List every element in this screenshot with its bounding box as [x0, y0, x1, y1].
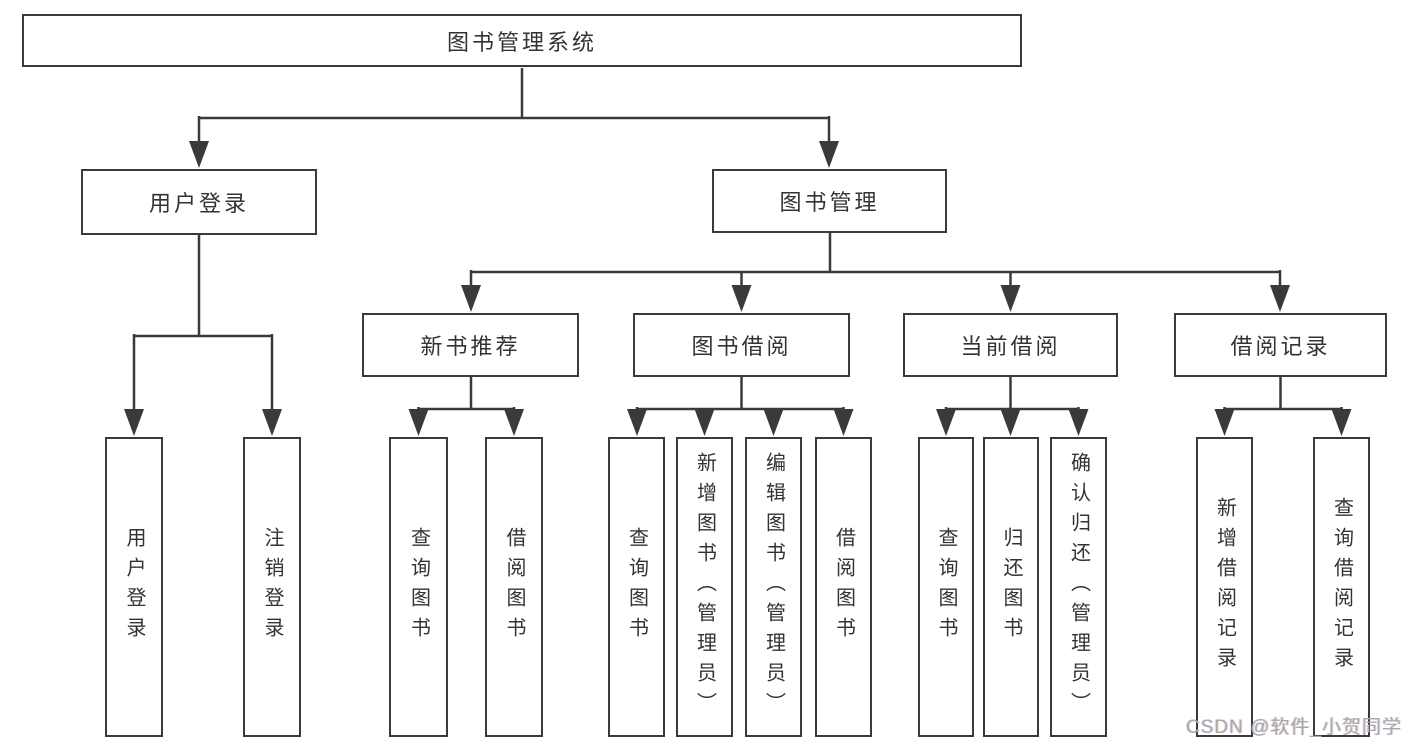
node-leaf-cb-return-book: 归还图书 — [983, 437, 1039, 737]
node-leaf-bb-borrow-book-label: 借阅图书 — [832, 527, 855, 647]
node-root: 图书管理系统 — [22, 14, 1022, 67]
node-leaf-bb-add-book-admin-label: 新增图书（管理员） — [693, 452, 716, 722]
node-root-label: 图书管理系统 — [446, 29, 597, 55]
node-leaf-logout-label: 注销登录 — [261, 527, 283, 647]
node-user-login-label: 用户登录 — [148, 191, 249, 216]
node-leaf-logout: 注销登录 — [243, 437, 301, 737]
node-new-book-recommend-label: 新书推荐 — [420, 334, 521, 359]
node-borrow-records: 借阅记录 — [1174, 313, 1387, 377]
arrowheads — [124, 141, 1352, 436]
node-leaf-cb-return-book-label: 归还图书 — [1000, 527, 1022, 647]
node-borrow-records-label: 借阅记录 — [1230, 334, 1331, 359]
node-book-borrowing-label: 图书借阅 — [691, 334, 792, 359]
node-leaf-user-login: 用户登录 — [105, 437, 163, 737]
node-leaf-br-query-record: 查询借阅记录 — [1313, 437, 1370, 737]
node-new-book-recommend: 新书推荐 — [362, 313, 579, 377]
node-current-borrowing: 当前借阅 — [903, 313, 1118, 377]
node-leaf-bb-edit-book-admin-label: 编辑图书（管理员） — [762, 452, 785, 722]
node-book-management: 图书管理 — [712, 169, 947, 233]
node-leaf-nb-borrow-book: 借阅图书 — [485, 437, 543, 737]
node-current-borrowing-label: 当前借阅 — [960, 334, 1061, 359]
node-leaf-cb-query-book-label: 查询图书 — [935, 527, 957, 647]
node-leaf-bb-query-book: 查询图书 — [608, 437, 665, 737]
node-book-management-label: 图书管理 — [779, 190, 880, 215]
node-user-login: 用户登录 — [81, 169, 317, 235]
node-book-borrowing: 图书借阅 — [633, 313, 850, 377]
node-leaf-cb-confirm-return-admin: 确认归还（管理员） — [1050, 437, 1107, 737]
node-leaf-cb-confirm-return-admin-label: 确认归还（管理员） — [1067, 452, 1090, 722]
node-leaf-br-add-record-label: 新增借阅记录 — [1213, 497, 1236, 677]
watermark: CSDN @软件_小贺同学 — [1186, 717, 1402, 738]
node-leaf-br-add-record: 新增借阅记录 — [1196, 437, 1253, 737]
node-leaf-user-login-label: 用户登录 — [123, 527, 145, 647]
node-leaf-nb-query-book-label: 查询图书 — [407, 527, 430, 647]
node-leaf-bb-query-book-label: 查询图书 — [625, 527, 648, 647]
node-leaf-nb-query-book: 查询图书 — [389, 437, 448, 737]
node-leaf-nb-borrow-book-label: 借阅图书 — [503, 527, 525, 647]
node-leaf-bb-edit-book-admin: 编辑图书（管理员） — [745, 437, 802, 737]
node-leaf-br-query-record-label: 查询借阅记录 — [1330, 497, 1353, 677]
node-leaf-cb-query-book: 查询图书 — [918, 437, 974, 737]
node-leaf-bb-borrow-book: 借阅图书 — [815, 437, 872, 737]
node-leaf-bb-add-book-admin: 新增图书（管理员） — [676, 437, 733, 737]
